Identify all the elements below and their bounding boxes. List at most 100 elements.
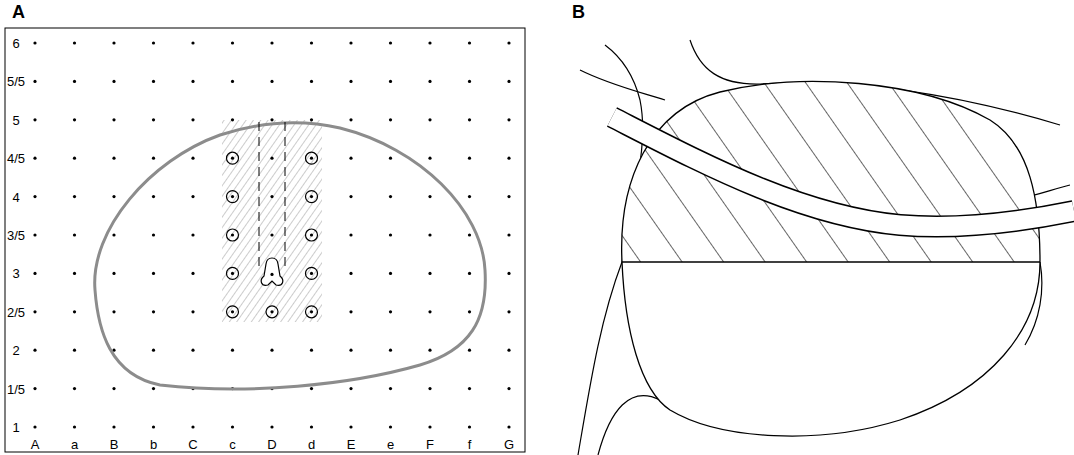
grid-dot <box>349 310 352 313</box>
grid-dot <box>33 310 36 313</box>
vessel-tube <box>612 117 1074 227</box>
grid-dot <box>349 195 352 198</box>
row-label: 1/5 <box>7 382 25 395</box>
grid-dot <box>428 118 431 121</box>
grid-dot <box>33 80 36 83</box>
grid-dot <box>231 310 234 313</box>
grid-dot <box>428 349 431 352</box>
grid-dot <box>310 310 313 313</box>
grid-dot <box>112 157 115 160</box>
grid-dot <box>468 80 471 83</box>
grid-dot <box>231 272 234 275</box>
grid-dot <box>389 118 392 121</box>
grid-dot <box>389 387 392 390</box>
grid-dot <box>231 80 234 83</box>
grid-dot <box>468 272 471 275</box>
grid-dot <box>468 310 471 313</box>
row-label: 4/5 <box>7 152 25 165</box>
column-label: a <box>71 438 78 451</box>
grid-dot <box>270 273 273 276</box>
grid-dot <box>310 233 313 236</box>
grid-dot <box>231 425 234 428</box>
grid-dot <box>349 80 352 83</box>
grid-dot <box>468 41 471 44</box>
grid-dot <box>507 387 510 390</box>
grid-dot <box>73 157 76 160</box>
grid-dot <box>270 349 273 352</box>
grid-dot <box>270 157 273 160</box>
grid-dot <box>73 118 76 121</box>
grid-dot <box>428 387 431 390</box>
grid-dot <box>270 80 273 83</box>
site-ring <box>227 267 239 279</box>
grid-dot <box>73 310 76 313</box>
grid-dot <box>33 41 36 44</box>
site-ring <box>306 306 318 318</box>
prostate-outline <box>95 123 486 389</box>
grid-dot <box>507 195 510 198</box>
column-label: e <box>387 438 394 451</box>
site-ring <box>306 152 318 164</box>
grid-dot <box>73 425 76 428</box>
needle-track <box>285 122 286 266</box>
grid-dot <box>231 118 234 121</box>
grid-dot <box>349 233 352 236</box>
grid-dot <box>428 425 431 428</box>
grid-dot <box>112 310 115 313</box>
column-label: d <box>308 438 315 451</box>
grid-dot <box>73 387 76 390</box>
panel-label: B <box>572 3 585 21</box>
column-label: F <box>426 438 434 451</box>
grid-dot <box>152 195 155 198</box>
grid-dot <box>507 41 510 44</box>
column-label: f <box>468 438 472 451</box>
grid-dot <box>389 272 392 275</box>
site-ring <box>306 191 318 203</box>
grid-dot <box>191 310 194 313</box>
section-line <box>622 261 1040 262</box>
grid-dot <box>428 80 431 83</box>
column-label: A <box>31 438 40 451</box>
grid-dot <box>507 80 510 83</box>
grid-dot <box>507 118 510 121</box>
column-label: C <box>188 438 197 451</box>
grid-dot <box>152 157 155 160</box>
grid-dot <box>310 195 313 198</box>
grid-dot <box>389 41 392 44</box>
grid-dot <box>152 233 155 236</box>
grid-dot <box>468 387 471 390</box>
biopsy-zone-hatching <box>222 120 322 322</box>
grid-dot <box>112 80 115 83</box>
grid-dot <box>191 425 194 428</box>
grid-dot <box>310 387 313 390</box>
grid-dot <box>112 233 115 236</box>
column-label: b <box>150 438 157 451</box>
grid-dot <box>270 233 273 236</box>
row-label: 1 <box>12 421 19 434</box>
site-ring <box>266 306 278 318</box>
grid-dot <box>270 195 273 198</box>
site-ring <box>227 191 239 203</box>
grid-dot <box>349 349 352 352</box>
grid-dot <box>389 233 392 236</box>
grid-dot <box>191 157 194 160</box>
grid-dot <box>191 349 194 352</box>
grid-dot <box>270 310 273 313</box>
grid-dot <box>73 41 76 44</box>
grid-dot <box>231 41 234 44</box>
grid-dot <box>349 41 352 44</box>
site-ring <box>227 229 239 241</box>
grid-dot <box>507 425 510 428</box>
panel-frame <box>5 28 525 452</box>
grid-dot <box>310 157 313 160</box>
grid-dot <box>389 157 392 160</box>
grid-dot <box>33 349 36 352</box>
grid-dot <box>33 425 36 428</box>
grid-dot <box>112 425 115 428</box>
grid-dot <box>349 272 352 275</box>
grid-dot <box>191 41 194 44</box>
grid-dot <box>152 272 155 275</box>
row-label: 5/5 <box>7 75 25 88</box>
